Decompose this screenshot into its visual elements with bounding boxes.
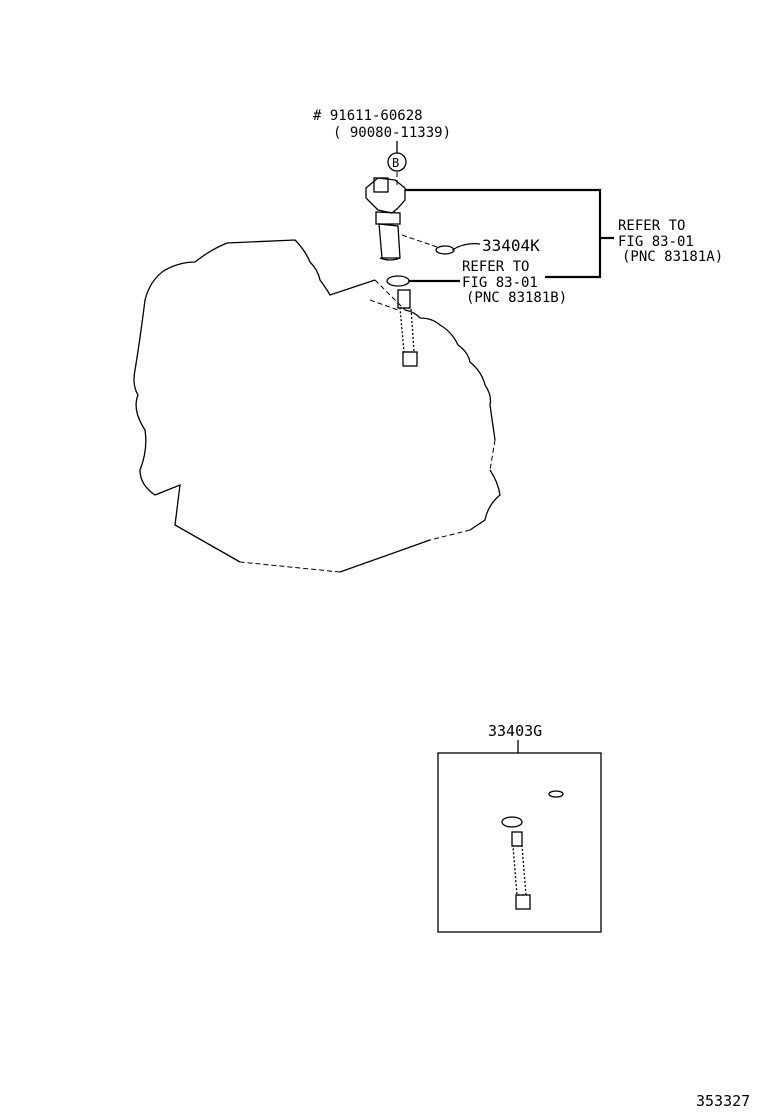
transmission-case-outline [133, 239, 501, 573]
kit-part-number: 33403G [488, 722, 542, 740]
bolt-part-number: # 91611-60628 [313, 108, 423, 124]
callout-b-letter: B [392, 156, 399, 170]
driven-gear-icon [397, 289, 418, 367]
kit-box [437, 752, 602, 933]
refer-bracket [405, 188, 602, 279]
clip-part-number: 33404K [482, 236, 540, 255]
gear-dash [369, 299, 399, 311]
o-ring-icon [386, 275, 410, 287]
kit-gear-icon [511, 831, 531, 910]
refer-a-line2: FIG 83-01 [618, 234, 694, 250]
refer-a-line1: REFER TO [618, 218, 685, 234]
speed-sensor [365, 177, 406, 261]
callout-b-circle [387, 152, 407, 172]
case-dashed-edge [239, 279, 496, 573]
refer-b-line2: FIG 83-01 [462, 275, 538, 291]
figure-id: 353327 [696, 1092, 750, 1110]
refer-b-line3: (PNC 83181B) [466, 290, 567, 306]
clip-leader [451, 242, 481, 251]
bolt-alt-part-number: ( 90080-11339) [333, 125, 451, 141]
clip-dash [401, 234, 441, 249]
refer-a-line3: (PNC 83181A) [622, 249, 723, 265]
clip-icon [435, 245, 455, 255]
kit-clip-icon [548, 790, 564, 798]
kit-o-ring-icon [501, 816, 523, 828]
refer-b-line1: REFER TO [462, 259, 529, 275]
